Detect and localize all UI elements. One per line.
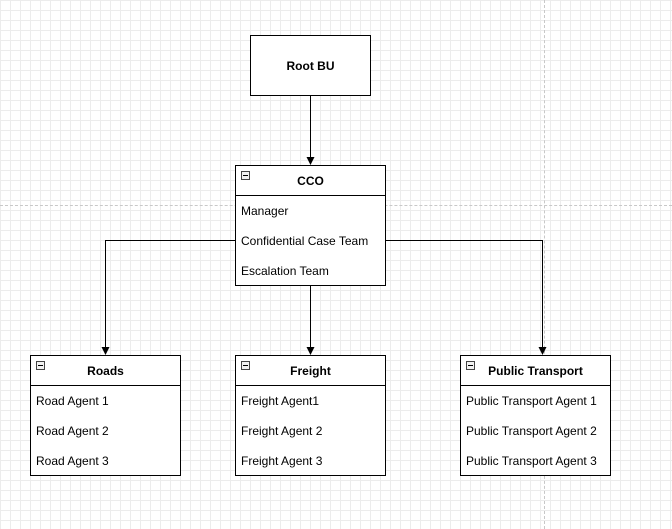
freight-item-3[interactable]: Freight Agent 3 — [241, 454, 323, 468]
minus-square-icon[interactable] — [466, 361, 475, 370]
freight-header[interactable]: Freight — [236, 356, 385, 386]
cco-header[interactable]: CCO — [236, 166, 385, 196]
minus-square-icon[interactable] — [36, 361, 45, 370]
public-transport-header[interactable]: Public Transport — [461, 356, 610, 386]
minus-square-icon[interactable] — [241, 361, 250, 370]
cco-title: CCO — [297, 173, 324, 188]
vertical-guide-line — [544, 0, 545, 529]
roads-title: Roads — [87, 363, 124, 378]
cco-item-manager[interactable]: Manager — [241, 204, 289, 218]
cco-item-confidential-case-team[interactable]: Confidential Case Team — [241, 234, 369, 248]
roads-node[interactable]: Roads Road Agent 1 Road Agent 2 Road Age… — [30, 355, 181, 476]
root-bu-node[interactable]: Root BU — [250, 35, 371, 96]
public-transport-item-1[interactable]: Public Transport Agent 1 — [466, 394, 597, 408]
cco-node[interactable]: CCO Manager Confidential Case Team Escal… — [235, 165, 386, 286]
minus-square-icon[interactable] — [241, 171, 250, 180]
edge-cco-to-public-transport[interactable] — [386, 240, 547, 355]
public-transport-node[interactable]: Public Transport Public Transport Agent … — [460, 355, 611, 476]
roads-item-3[interactable]: Road Agent 3 — [36, 454, 109, 468]
public-transport-item-3[interactable]: Public Transport Agent 3 — [466, 454, 597, 468]
freight-item-2[interactable]: Freight Agent 2 — [241, 424, 323, 438]
root-bu-label: Root BU — [286, 58, 335, 73]
cco-item-escalation-team[interactable]: Escalation Team — [241, 264, 329, 278]
edge-cco-to-roads[interactable] — [101, 240, 236, 355]
roads-item-1[interactable]: Road Agent 1 — [36, 394, 109, 408]
freight-item-1[interactable]: Freight Agent1 — [241, 394, 320, 408]
roads-item-2[interactable]: Road Agent 2 — [36, 424, 109, 438]
roads-header[interactable]: Roads — [31, 356, 180, 386]
public-transport-title: Public Transport — [488, 363, 583, 378]
freight-node[interactable]: Freight Freight Agent1 Freight Agent 2 F… — [235, 355, 386, 476]
public-transport-item-2[interactable]: Public Transport Agent 2 — [466, 424, 597, 438]
freight-title: Freight — [290, 363, 331, 378]
